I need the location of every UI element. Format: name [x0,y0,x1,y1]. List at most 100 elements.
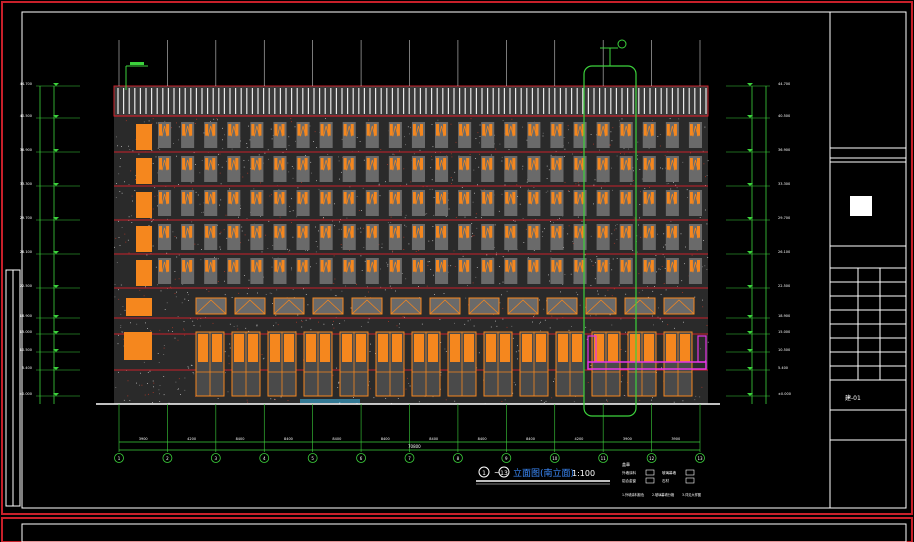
elevation-triangle [53,217,59,220]
upper-windows [158,122,702,284]
axis-label: 1 [118,456,121,461]
elevation-label: 22.500 [778,284,790,288]
elevation-triangle [747,217,753,220]
left-legend-table [5,269,21,507]
axis-label: 12 [649,456,655,461]
elevation-triangle [53,149,59,152]
elevation-label: 10.500 [778,348,790,352]
elevation-label: 29.700 [20,216,32,220]
elevation-triangle [53,251,59,254]
elevation-triangle [53,315,59,318]
legend-note: 1.外墙涂料颜色 [622,492,645,497]
elevation-triangle [53,285,59,288]
axis-label: 13 [697,456,703,461]
elevation-triangle [747,251,753,254]
stamp-label: 盖章 [622,461,630,467]
elevation-label: 5.400 [22,366,32,370]
bay-dimension: 8400 [381,437,390,441]
elevation-label: 5.400 [778,366,788,370]
axis-bubble [598,453,609,463]
next-sheet-inner [21,523,907,542]
axis-bubble [210,453,221,463]
drawing-title: 1 ~ 13 立面图 (南立面) 1:100 [476,466,610,485]
elevation-label: 26.100 [778,250,790,254]
elevation-label: 18.900 [20,314,32,318]
elevation-triangle [53,183,59,186]
inner-frame [21,11,907,509]
stair-column [124,124,152,360]
roof-note-callout [125,62,148,90]
elevation-triangle [747,115,753,118]
elevation-triangle [747,315,753,318]
roof-fins [117,88,707,114]
elevation-label: ±0.000 [778,392,791,396]
elevation-triangle [53,393,59,396]
elevation-triangle [747,331,753,334]
elevation-label: 44.700 [778,82,790,86]
bay-dimension: 8400 [478,437,487,441]
bay-dimension: 3900 [671,437,680,441]
axis-label: 6 [360,456,363,461]
elevation-triangle [747,393,753,396]
axis-bubble [695,453,705,463]
axis-bubble [259,453,270,463]
axis-label: 3 [215,456,218,461]
elevation-triangle [53,367,59,370]
legend-note: 2.玻璃幕墙分格 [652,492,675,497]
canopy-post-right [697,335,707,363]
legend-swatch [685,469,695,476]
title-scale: 1:100 [572,469,595,478]
elevation-label: 18.900 [778,314,790,318]
axis-bubble [114,453,124,463]
axis-label: 8 [457,456,460,461]
canopy-post-left [587,335,597,363]
title-axis-right: 13 [500,470,508,477]
axis-bubble [356,453,366,463]
legend-item: 铝合金窗 [622,478,636,483]
elevation-triangle [747,367,753,370]
elevation-triangle [53,115,59,118]
elevation-triangle [53,331,59,334]
axis-bubble [162,453,173,463]
elevation-label: ±0.000 [19,392,32,396]
title-axis-left: 1 [482,470,486,477]
elevation-triangle [747,183,753,186]
axis-bubble [646,453,657,463]
roof-parapet [113,85,709,117]
bay-dimension: 8400 [429,437,438,441]
elevation-label: 15.000 [778,330,790,334]
elevation-label: 36.900 [20,148,32,152]
bay-dimension: 8400 [332,437,341,441]
bay-dimension: 3900 [139,437,148,441]
elevation-label: 29.700 [778,216,790,220]
title-dash: ~ [494,469,500,477]
title-block: 建-01 [829,12,906,508]
elevation-label: 40.500 [20,114,32,118]
elevation-triangle [53,349,59,352]
total-dimension: 70800 [408,444,421,449]
bay-dimension: 4200 [187,437,196,441]
elevation-marks-left: 44.70040.50036.90033.30029.70026.10022.5… [19,82,80,404]
legend-item: 玻璃幕墙 [662,470,676,475]
entrance-canopy [587,361,707,370]
detail-callout [583,39,637,417]
axis-label: 4 [263,456,266,461]
axis-label: 10 [552,456,558,461]
bay-dimension: 3900 [623,437,632,441]
axis-label: 7 [408,456,411,461]
legend-swatch [645,477,655,484]
sheet-code: 建-01 [845,394,861,402]
elevation-triangle [747,349,753,352]
elevation-label: 40.500 [778,114,790,118]
elevation-triangle [747,285,753,288]
elevation-label: 10.500 [20,348,32,352]
next-sheet-frame [1,517,913,542]
axis-bubble [501,453,512,463]
podium-storefront [195,331,693,397]
building-facade [96,85,720,405]
elevation-label: 36.900 [778,148,790,152]
